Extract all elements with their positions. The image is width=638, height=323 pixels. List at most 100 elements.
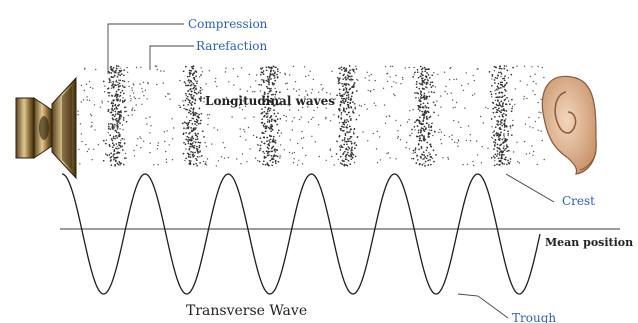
particle-dot [108, 78, 111, 81]
particle-dot [499, 104, 502, 107]
particle-dot [508, 149, 510, 152]
particle-dot [260, 67, 262, 70]
particle-dot [198, 113, 200, 116]
particle-dot [262, 163, 264, 166]
particle-dot [131, 114, 133, 116]
particle-dot [494, 76, 497, 79]
particle-dot [352, 111, 355, 114]
particle-dot [77, 110, 79, 112]
particle-dot [257, 144, 259, 146]
particle-dot [516, 65, 518, 67]
particle-dot [492, 102, 495, 104]
particle-dot [266, 162, 269, 164]
particle-dot [179, 106, 182, 109]
particle-dot [186, 108, 188, 111]
particle-dot [268, 154, 270, 156]
particle-dot [431, 74, 434, 77]
particle-dot [279, 72, 281, 74]
particle-dot [112, 128, 114, 130]
particle-dot [498, 115, 501, 118]
particle-dot [504, 158, 507, 161]
particle-dot [118, 103, 121, 106]
particle-dot [93, 104, 96, 106]
particle-dot [268, 150, 271, 153]
particle-dot [187, 126, 190, 128]
particle-dot [86, 150, 89, 153]
particle-dot [465, 72, 467, 74]
particle-dot [354, 147, 356, 150]
particle-dot [88, 99, 91, 102]
particle-dot [347, 96, 350, 98]
particle-dot [122, 116, 125, 119]
particle-dot [220, 156, 223, 158]
particle-dot [270, 97, 273, 100]
particle-dot [384, 66, 387, 68]
particle-dot [268, 144, 271, 147]
particle-dot [119, 70, 122, 73]
particle-dot [495, 155, 498, 157]
particle-dot [499, 121, 502, 123]
particle-dot [301, 130, 303, 133]
particle-dot [341, 95, 344, 98]
particle-dot [419, 116, 421, 119]
particle-dot [185, 131, 188, 134]
particle-dot [116, 72, 118, 74]
particle-dot [267, 115, 269, 117]
particle-dot [460, 126, 462, 129]
particle-dot [499, 163, 501, 166]
particle-dot [425, 115, 428, 118]
particle-dot [329, 148, 332, 150]
particle-dot [419, 155, 422, 158]
particle-dot [304, 96, 306, 98]
particle-dot [347, 120, 350, 123]
particle-dot [110, 123, 112, 125]
particle-dot [115, 156, 118, 159]
particle-dot [116, 162, 119, 165]
particle-dot [511, 105, 514, 108]
particle-dot [186, 152, 189, 155]
particle-dot [111, 101, 113, 104]
particle-dot [503, 94, 506, 97]
particle-dot [419, 134, 421, 137]
particle-dot [273, 112, 276, 115]
particle-dot [289, 74, 291, 76]
particle-dot [346, 148, 349, 151]
particle-dot [353, 128, 356, 131]
particle-dot [279, 117, 282, 120]
particle-dot [261, 71, 264, 74]
particle-dot [271, 125, 274, 128]
particle-dot [496, 77, 499, 80]
particle-dot [345, 90, 348, 92]
particle-dot [429, 81, 432, 84]
particle-dot [191, 101, 194, 103]
particle-dot [160, 70, 162, 72]
particle-dot [113, 74, 116, 77]
particle-dot [419, 90, 422, 92]
particle-dot [113, 149, 116, 151]
particle-dot [497, 87, 499, 89]
particle-dot [207, 117, 209, 120]
particle-dot [155, 65, 158, 68]
particle-dot [185, 84, 187, 87]
particle-dot [279, 91, 281, 94]
particle-dot [343, 93, 346, 96]
particle-dot [338, 92, 341, 95]
particle-dot [420, 97, 422, 100]
particle-dot [320, 84, 322, 86]
particle-dot [142, 81, 145, 84]
particle-dot [420, 145, 423, 148]
particle-dot [206, 114, 209, 116]
particle-dot [334, 98, 336, 100]
particle-dot [338, 134, 341, 137]
particle-dot [189, 153, 191, 156]
particle-dot [353, 142, 356, 145]
particle-dot [269, 99, 271, 102]
particle-dot [261, 108, 263, 110]
particle-dot [272, 138, 275, 140]
particle-dot [276, 155, 279, 158]
particle-dot [199, 90, 202, 92]
particle-dot [496, 134, 499, 136]
particle-dot [189, 143, 192, 146]
particle-dot [503, 133, 505, 135]
particle-dot [338, 82, 341, 84]
